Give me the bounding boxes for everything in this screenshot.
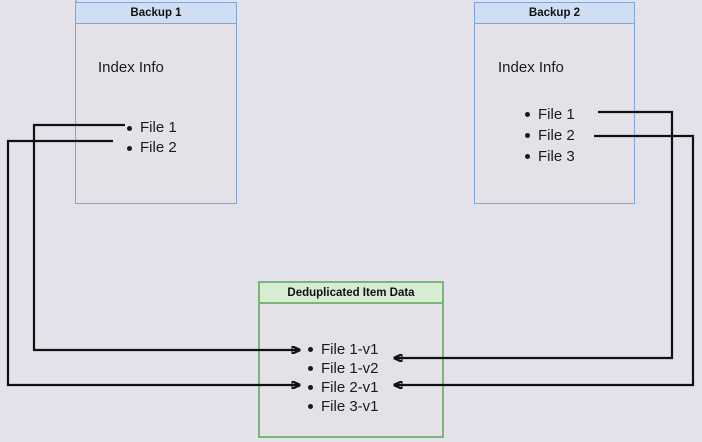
backup1-header: Backup 1 [76,3,236,24]
dedup-header: Deduplicated Item Data [260,283,442,304]
list-item[interactable]: File 1-v2 [307,359,379,378]
backup2-box[interactable]: Backup 2 Index Info File 1 File 2 File 3 [474,2,635,204]
list-item[interactable]: File 1 [524,104,575,125]
dedup-box[interactable]: Deduplicated Item Data File 1-v1 File 1-… [258,281,444,438]
backup1-file-list: File 1 File 2 [126,118,177,158]
list-item[interactable]: File 1-v1 [307,340,379,359]
backup2-header: Backup 2 [475,3,634,24]
dedup-file-list: File 1-v1 File 1-v2 File 2-v1 File 3-v1 [307,340,379,416]
list-item[interactable]: File 2 [126,138,177,158]
backup2-file-list: File 1 File 2 File 3 [524,104,575,167]
backup1-index-label: Index Info [98,59,164,76]
list-item[interactable]: File 2 [524,125,575,146]
list-item[interactable]: File 2-v1 [307,378,379,397]
list-item[interactable]: File 1 [126,118,177,138]
backup2-index-label: Index Info [498,59,564,76]
list-item[interactable]: File 3-v1 [307,397,379,416]
list-item[interactable]: File 3 [524,146,575,167]
backup1-box[interactable]: Backup 1 Index Info File 1 File 2 [75,2,237,204]
